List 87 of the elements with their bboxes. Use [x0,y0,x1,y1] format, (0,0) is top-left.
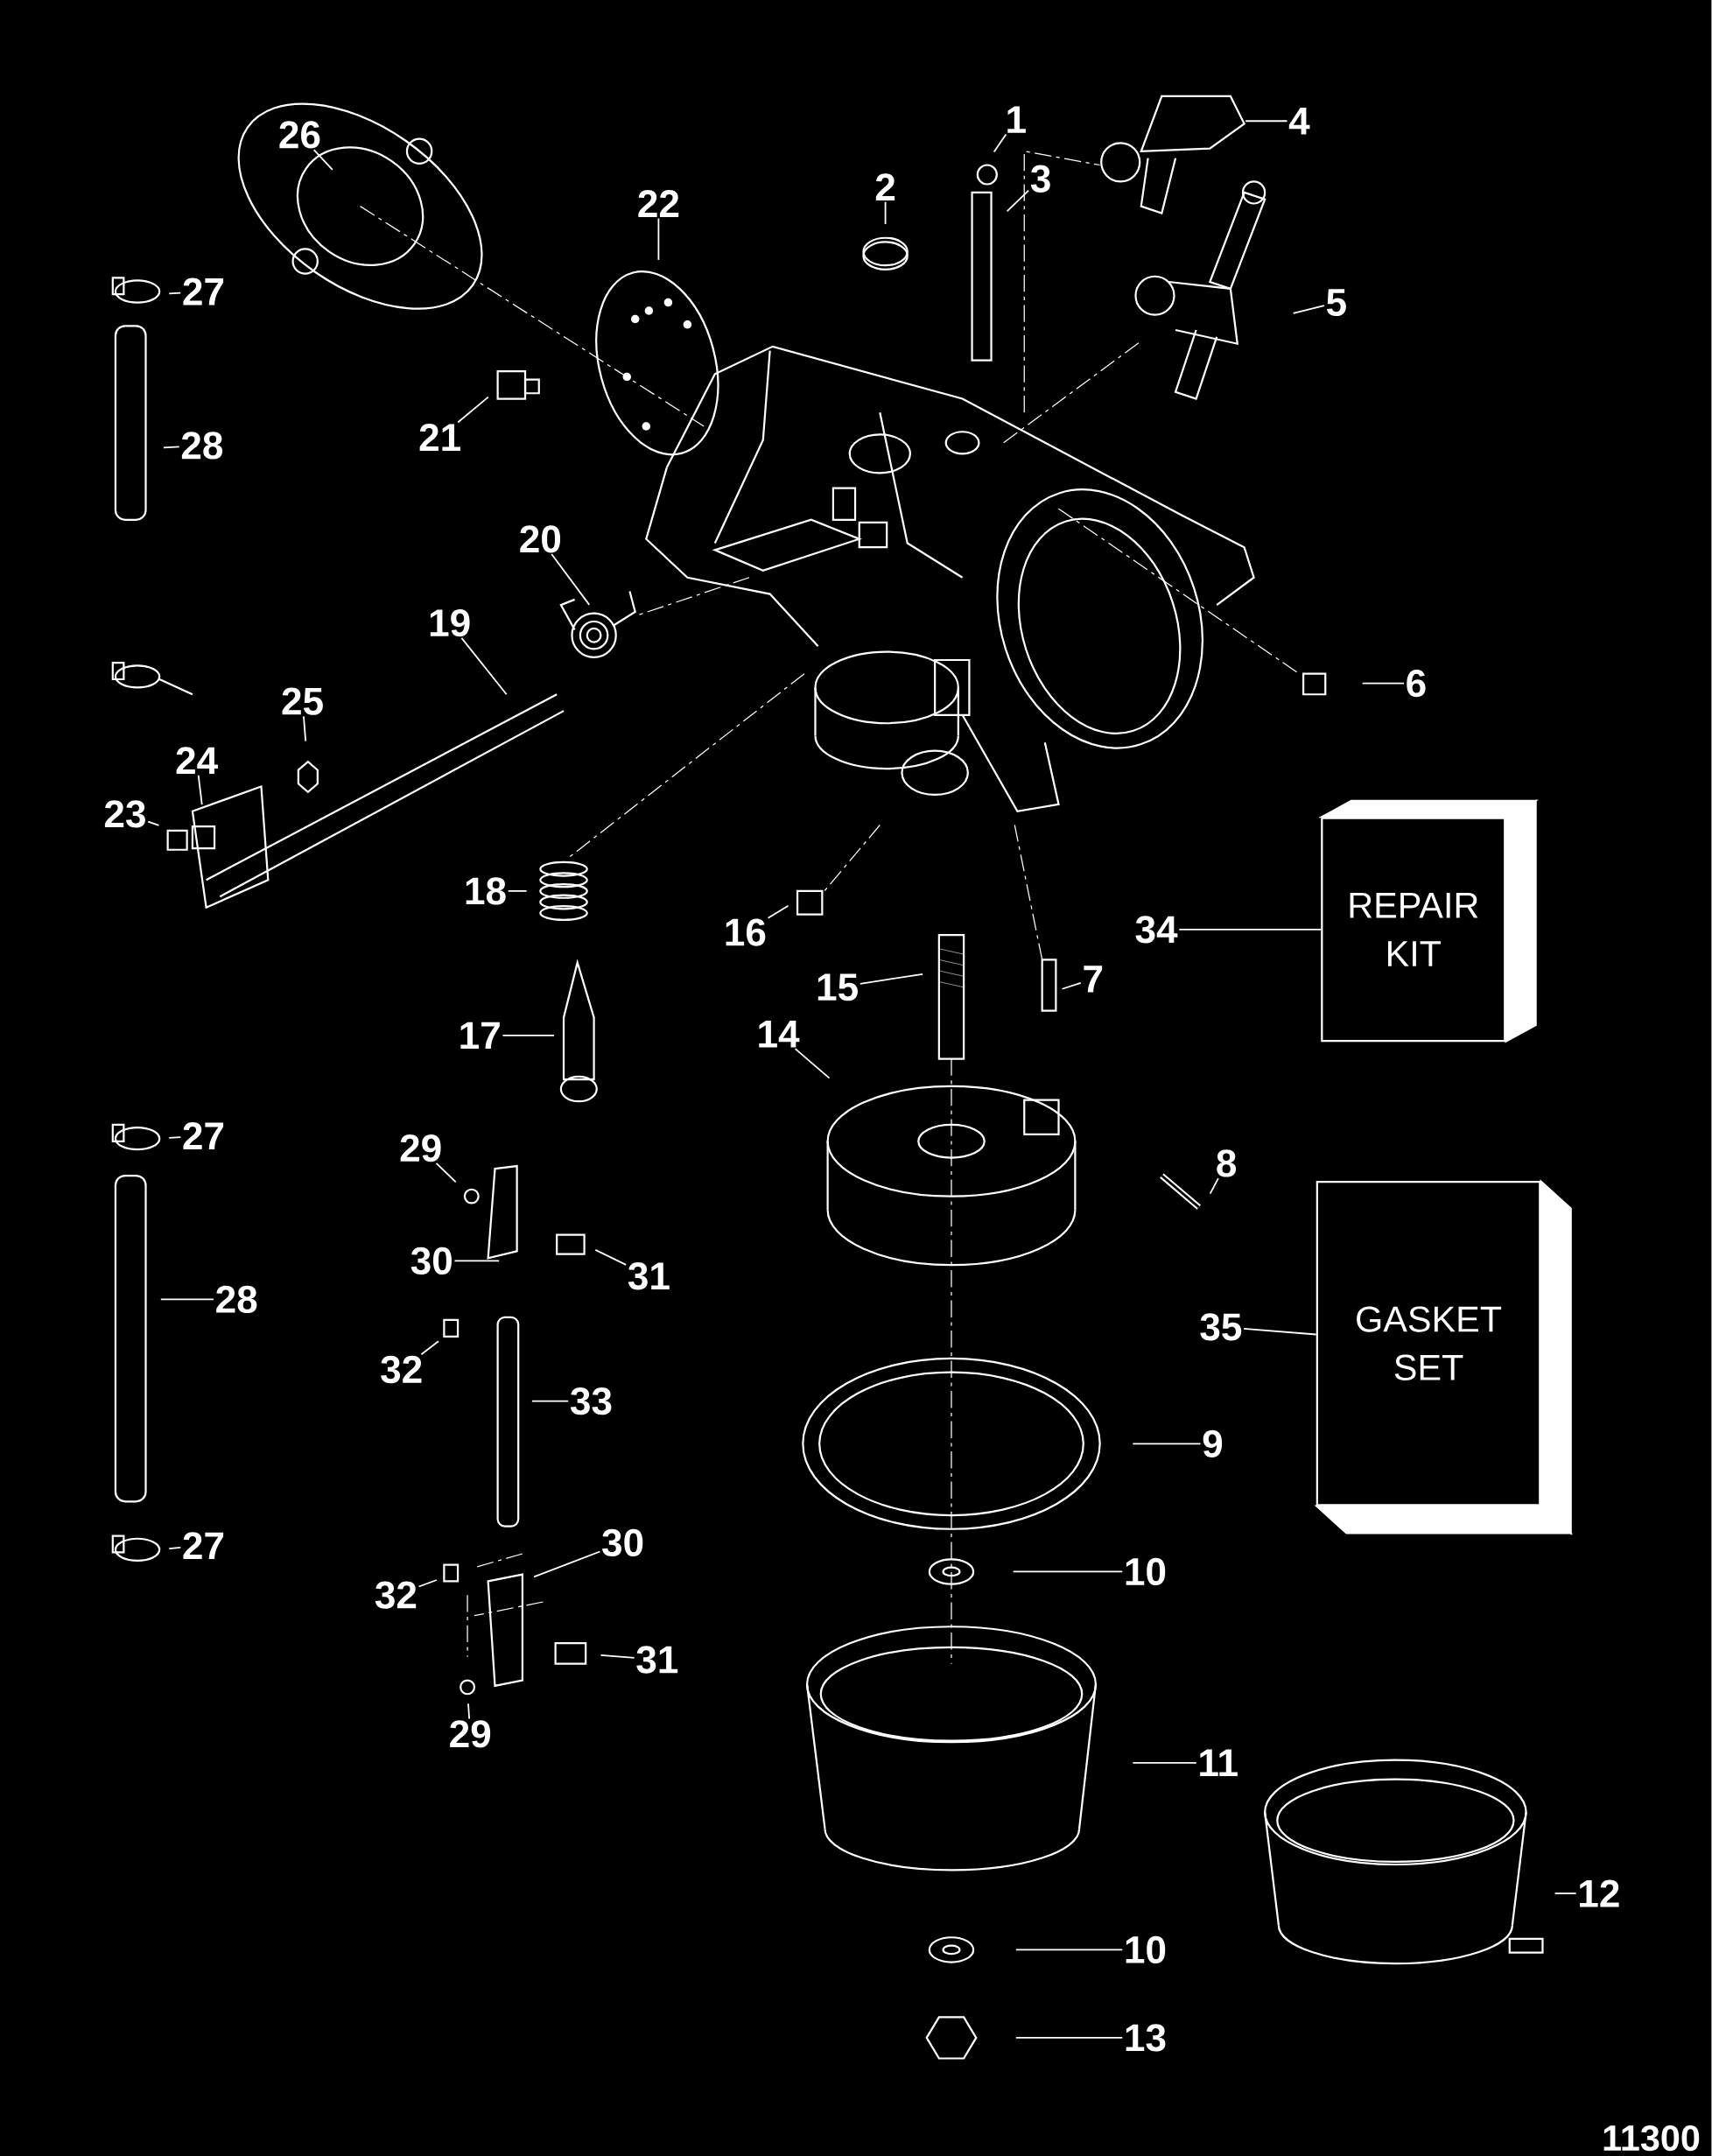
leader-line [1245,120,1288,123]
leader-line [420,1340,439,1356]
callout-number: 23 [105,800,146,828]
callout-number: 30 [602,1528,643,1557]
callout-number: 19 [431,608,470,637]
leader-line [457,396,489,424]
callout-number: 27 [183,277,224,305]
callout-number: 9 [1203,1429,1223,1457]
leader-line [303,715,307,742]
callout-number: 12 [1580,1879,1619,1907]
leader-line [600,1654,635,1659]
callout-number: 22 [638,190,679,217]
leader-line [1554,1893,1577,1894]
leader-line [1006,189,1030,213]
callout-number: 34 [1135,916,1178,944]
callout-number: 5 [1327,289,1347,316]
callout-number: 14 [759,1021,800,1048]
callout-number: 32 [381,1355,422,1384]
callout-number: 27 [183,1122,224,1149]
leader-line [417,1579,438,1588]
callout-number: 21 [419,424,461,451]
leader-line [860,973,924,985]
leader-line [508,890,528,892]
leader-line [1243,1328,1317,1336]
leader-line [460,636,508,696]
callout-number: 29 [450,1720,491,1748]
leader-line [147,820,160,826]
callout-number: 31 [636,1646,678,1674]
callout-number: 27 [183,1532,224,1559]
leader-line [168,1136,182,1139]
callout-number: 6 [1407,670,1426,698]
callout-number: 29 [400,1134,441,1162]
callout-number: 15 [818,973,859,1001]
callout-number: 16 [726,918,766,946]
callout-number: 31 [628,1262,670,1290]
leader-line [168,1547,182,1549]
leader-line [467,1703,471,1720]
leader-line [884,200,887,225]
leader-line [1012,1570,1124,1573]
callout-number: 30 [410,1247,453,1275]
leader-line [453,1260,501,1262]
callout-number: 35 [1200,1313,1242,1341]
callout-number: 32 [375,1581,417,1609]
leader-line [1015,1949,1124,1951]
callout-number: 7 [1084,966,1103,993]
leader-line [163,446,180,449]
leader-line [1132,1761,1197,1764]
callout-number: 8 [1217,1149,1237,1177]
callout-number: 10 [1126,1935,1166,1964]
leader-line [1061,982,1082,990]
callout-number: 2 [876,173,895,201]
leader-line [794,1048,831,1079]
leader-line [531,1400,570,1402]
callout-number: 28 [182,432,223,460]
callout-number: 26 [279,121,320,149]
leader-line [312,149,333,171]
callout-number: 1 [1007,106,1027,133]
leader-line [551,553,591,606]
callout-number: 11 [1200,1749,1238,1776]
leader-line [502,1034,556,1036]
callout-number: 28 [216,1285,257,1314]
leader-line [160,1298,215,1301]
leader-line [657,217,660,261]
callout-number: 33 [571,1387,612,1415]
callout-number: 13 [1126,2024,1166,2052]
leader-line [168,291,182,295]
leader-line [1178,928,1323,931]
leader-line [1361,682,1406,685]
leader-line [594,1248,628,1266]
callout-number: 17 [460,1022,500,1049]
leader-line [1132,1443,1202,1445]
callout-number: 18 [466,877,506,905]
leader-line [1015,2037,1124,2039]
callout-number: 10 [1126,1557,1166,1586]
leader-line [767,904,789,919]
leader-line [435,1162,457,1183]
callout-number: 4 [1289,108,1310,135]
callout-number: 24 [176,747,219,775]
callout-number: 20 [520,525,561,553]
figure-number: 11300 [1603,2124,1700,2152]
callout-number: 3 [1031,165,1050,193]
leader-line [1209,1177,1219,1195]
leader-line [198,774,203,805]
leader-line [993,133,1007,153]
callout-number: 25 [282,687,324,715]
leader-line [533,1550,601,1578]
leader-line [1292,305,1325,314]
